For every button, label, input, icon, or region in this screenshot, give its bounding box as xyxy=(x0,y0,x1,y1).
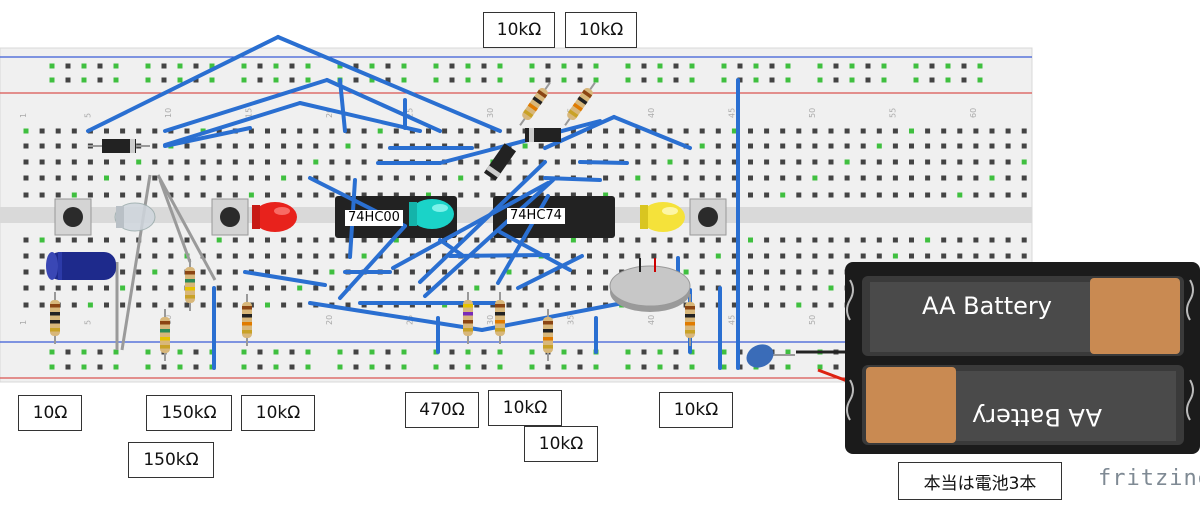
diode-right-2 xyxy=(483,143,517,181)
svg-text:20: 20 xyxy=(325,315,334,325)
electrolytic-capacitor xyxy=(46,252,116,280)
piezo-buzzer xyxy=(609,258,691,312)
battery-label-top: AA Battery xyxy=(922,292,1052,320)
svg-text:10: 10 xyxy=(164,108,173,118)
svg-text:35: 35 xyxy=(566,315,575,325)
svg-text:1: 1 xyxy=(19,320,28,325)
label-resistor-10k-a: 10kΩ xyxy=(241,395,315,431)
svg-text:50: 50 xyxy=(808,108,817,118)
component-legs xyxy=(115,174,217,351)
push-button-1 xyxy=(54,198,92,236)
led-clear xyxy=(114,202,156,232)
svg-text:30: 30 xyxy=(486,315,495,325)
label-battery-note: 本当は電池3本 xyxy=(898,462,1062,500)
svg-text:1: 1 xyxy=(19,113,28,118)
label-resistor-10ohm: 10Ω xyxy=(18,395,82,431)
svg-text:15: 15 xyxy=(244,108,253,118)
resistors xyxy=(50,82,695,361)
ceramic-capacitor xyxy=(746,344,795,368)
svg-text:25: 25 xyxy=(405,108,414,118)
led-cyan xyxy=(409,199,454,229)
svg-text:45: 45 xyxy=(727,108,736,118)
resistor-150k-a xyxy=(160,309,170,361)
resistor-150k-b xyxy=(185,259,195,311)
breadboard-holes xyxy=(23,63,1027,370)
battery-label-bottom: AA Battery xyxy=(972,403,1102,431)
chip-label-74hc74: 74HC74 xyxy=(507,208,565,224)
led-red xyxy=(252,202,297,232)
wires xyxy=(86,35,740,370)
svg-text:60: 60 xyxy=(969,108,978,118)
label-resistor-10k-b: 10kΩ xyxy=(488,390,562,426)
resistor-10k-b xyxy=(495,292,505,344)
push-button-2 xyxy=(211,198,249,236)
resistor-470ohm xyxy=(463,292,473,344)
battery-holder xyxy=(845,262,1200,454)
resistor-10k-a xyxy=(242,294,252,346)
resistor-top-1 xyxy=(519,82,551,126)
label-resistor-top-1: 10kΩ xyxy=(483,12,555,48)
label-resistor-10k-c: 10kΩ xyxy=(524,426,598,462)
svg-text:5: 5 xyxy=(83,320,92,325)
resistor-10ohm xyxy=(50,292,60,344)
resistor-10k-d xyxy=(685,294,695,346)
svg-text:45: 45 xyxy=(727,315,736,325)
diode-left xyxy=(88,139,150,153)
chip-label-74hc00: 74HC00 xyxy=(345,210,403,226)
svg-text:20: 20 xyxy=(325,108,334,118)
svg-text:40: 40 xyxy=(647,108,656,118)
resistor-10k-c xyxy=(543,309,553,361)
led-yellow xyxy=(640,202,685,232)
battery-wire-red xyxy=(817,368,851,384)
label-resistor-top-2: 10kΩ xyxy=(565,12,637,48)
label-resistor-10k-d: 10kΩ xyxy=(659,392,733,428)
fritzing-watermark: fritzing xyxy=(1098,466,1200,491)
svg-text:55: 55 xyxy=(888,108,897,118)
svg-text:5: 5 xyxy=(83,113,92,118)
svg-text:30: 30 xyxy=(486,108,495,118)
svg-text:40: 40 xyxy=(647,315,656,325)
svg-text:50: 50 xyxy=(808,315,817,325)
label-resistor-150k-b: 150kΩ xyxy=(128,442,214,478)
resistor-top-2 xyxy=(564,82,596,126)
diode-right-1 xyxy=(525,128,561,142)
push-button-3 xyxy=(689,198,727,236)
label-resistor-150k-a: 150kΩ xyxy=(146,395,232,431)
label-resistor-470ohm: 470Ω xyxy=(405,392,479,428)
